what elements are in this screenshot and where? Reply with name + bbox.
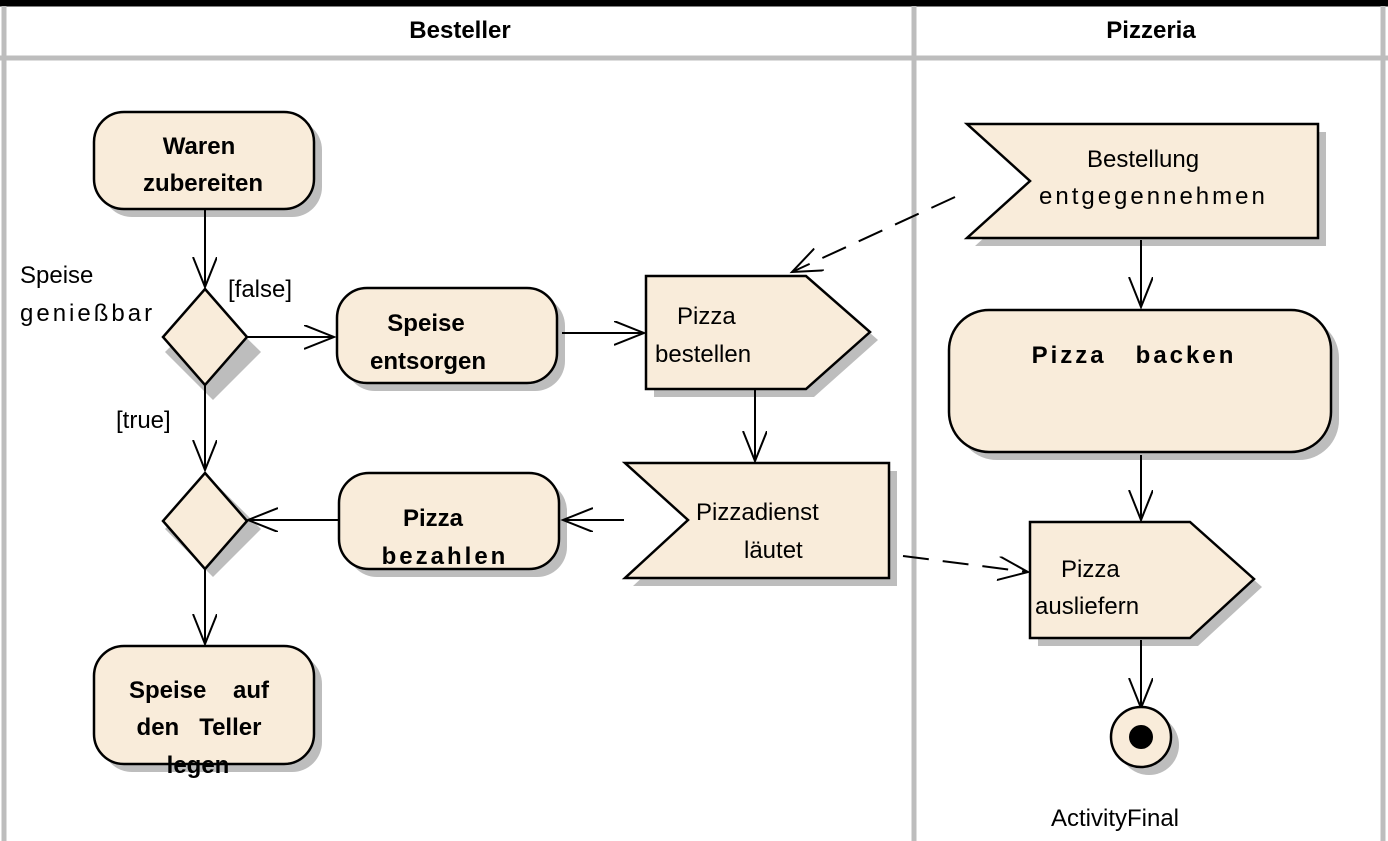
action-label-line: bezahlen	[382, 543, 509, 570]
action-label-line: legen	[167, 752, 230, 779]
send-signal-pizza-ausliefern: Pizza ausliefern	[1028, 520, 1256, 640]
event-label-line: Bestellung	[1087, 146, 1199, 173]
action-label-line: Speise	[387, 310, 464, 337]
action-speise-auf-teller-legen: Speise auf den Teller legen	[92, 644, 316, 779]
action-label-line: Waren	[163, 133, 235, 160]
action-label-line: entsorgen	[370, 348, 486, 375]
signal-label-line: Pizza	[677, 303, 736, 330]
event-label-line: Pizzadienst	[696, 499, 819, 526]
action-label-line: zubereiten	[143, 170, 263, 197]
action-label-line: den Teller	[137, 714, 262, 741]
signal-label-line: ausliefern	[1035, 593, 1139, 620]
action-label-line: Pizza backen	[1032, 342, 1237, 369]
guard-false: [false]	[228, 276, 292, 303]
accept-event-pizzadienst-laeutet: Pizzadienst läutet	[621, 461, 891, 580]
action-pizza-backen: Pizza backen	[947, 308, 1333, 454]
event-label-line: entgegennehmen	[1039, 183, 1268, 210]
merge-node	[161, 471, 249, 571]
action-pizza-bezahlen: Pizza bezahlen	[337, 471, 561, 571]
lane-title-besteller: Besteller	[409, 17, 510, 44]
decision-label-line: genießbar	[20, 300, 155, 327]
lane-title-pizzeria: Pizzeria	[1106, 17, 1196, 44]
decision-label-line: Speise	[20, 262, 93, 289]
send-signal-pizza-bestellen: Pizza bestellen	[644, 274, 872, 391]
activity-final-label: ActivityFinal	[1051, 805, 1179, 832]
event-label-line: läutet	[744, 537, 803, 564]
signal-label-line: bestellen	[655, 341, 751, 368]
control-flows	[205, 210, 1141, 708]
guard-true: [true]	[116, 407, 171, 434]
signal-label-line: Pizza	[1061, 556, 1120, 583]
action-label-line: Speise auf	[129, 677, 270, 704]
activity-final-node	[1109, 705, 1179, 775]
action-waren-zubereiten: Waren zubereiten	[92, 110, 316, 211]
action-speise-entsorgen: Speise entsorgen	[335, 286, 559, 385]
action-label-line: Pizza	[403, 505, 464, 532]
accept-event-bestellung-entgegennehmen: Bestellung entgegennehmen	[963, 122, 1320, 240]
decision-node	[161, 287, 249, 387]
object-flows	[792, 196, 1028, 572]
